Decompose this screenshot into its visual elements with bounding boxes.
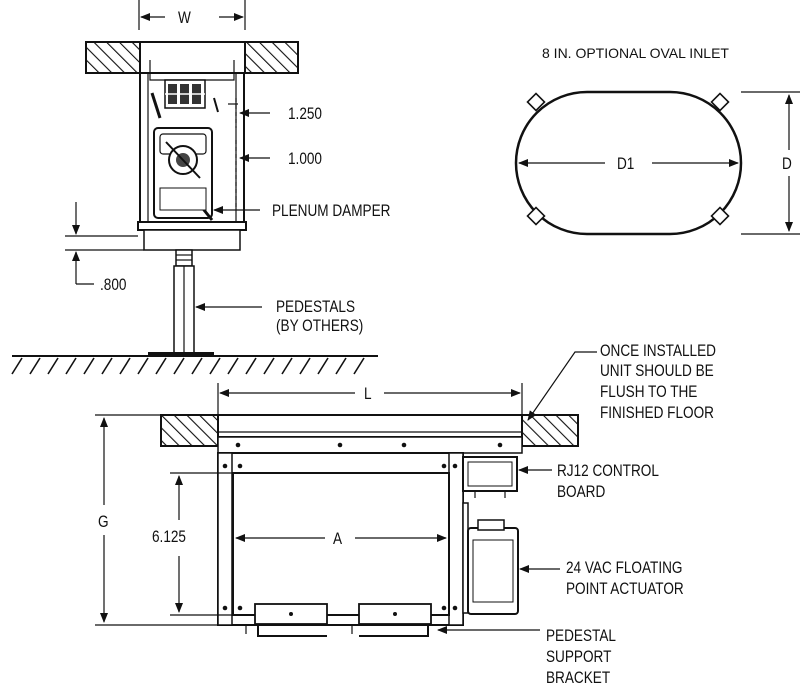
ground-hatch	[11, 357, 365, 375]
once-installed-line-2: UNIT SHOULD BE	[600, 362, 714, 381]
rj12-label-line-2: BOARD	[557, 483, 605, 502]
oval-inlet-view: 8 IN. OPTIONAL OVAL INLET D1 D	[514, 45, 800, 236]
rj12-label-line-1: RJ12 CONTROL	[557, 462, 659, 481]
inlet-opening	[232, 472, 450, 616]
a-dimension-label: A	[333, 530, 343, 549]
pedestal-side	[148, 249, 214, 356]
front-floor-slab-left	[160, 414, 219, 447]
w-dimension-label: W	[178, 9, 191, 28]
terminal-block	[164, 79, 206, 109]
l-dimension-label: L	[364, 385, 372, 404]
actuator-label-line-2: POINT ACTUATOR	[566, 580, 684, 599]
dim-1250-label: 1.250	[288, 105, 322, 124]
d-dimension-label: D	[782, 155, 792, 174]
once-installed-line-3: FLUSH TO THE	[600, 383, 697, 402]
side-view: W	[11, 0, 391, 375]
d1-dimension-label: D1	[617, 155, 634, 174]
dim-800-label: .800	[100, 276, 126, 295]
actuator-label-line-1: 24 VAC FLOATING	[566, 559, 682, 578]
bracket-label-line-2: SUPPORT	[546, 648, 612, 667]
pedestal-support-brackets	[245, 603, 432, 637]
floor-slab-right	[244, 41, 299, 74]
floating-point-actuator	[462, 502, 519, 615]
floor-slab-left	[85, 41, 141, 74]
pedestals-label: PEDESTALS	[276, 298, 355, 317]
once-installed-line-4: FINISHED FLOOR	[600, 404, 714, 423]
damper-actuator-side	[153, 127, 214, 221]
bracket-label-line-1: PEDESTAL	[546, 627, 616, 646]
mounting-tabs	[526, 92, 730, 226]
g-dimension-label: G	[98, 513, 109, 532]
front-floor-slab-right	[521, 414, 579, 447]
bracket-label-line-3: BRACKET	[546, 669, 611, 688]
dim-1000-label: 1.000	[288, 150, 322, 169]
front-view: L	[95, 351, 597, 637]
dim-6125-label: 6.125	[152, 528, 186, 547]
pedestals-by-others-label: (BY OTHERS)	[276, 317, 363, 336]
once-installed-line-1: ONCE INSTALLED	[600, 342, 716, 361]
rj12-control-board	[462, 456, 518, 498]
oval-inlet-title: 8 IN. OPTIONAL OVAL INLET	[542, 45, 729, 61]
plenum-damper-label: PLENUM DAMPER	[272, 202, 391, 221]
oval-inlet-outline	[514, 90, 743, 236]
